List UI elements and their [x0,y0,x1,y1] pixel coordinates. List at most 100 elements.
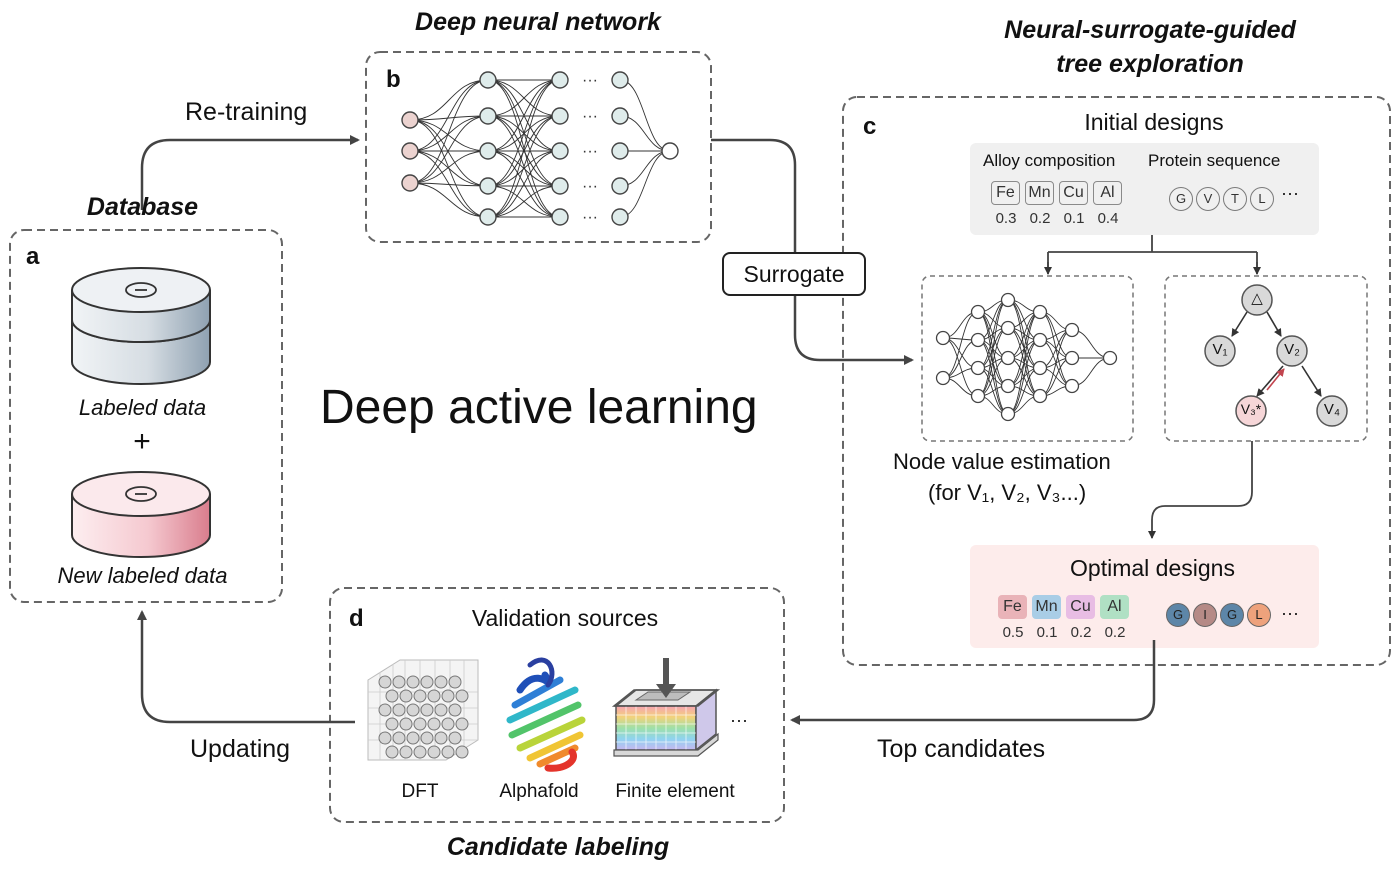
atom [420,703,434,717]
new-labeled-database-icon [71,471,211,558]
labeling-ellipsis: ··· [730,710,748,730]
atom [413,717,427,731]
network-node [611,142,629,160]
atom [441,717,455,731]
node-value-subpanel [921,275,1134,442]
network-node [479,107,497,125]
network-node [1000,292,1016,308]
atom [455,717,469,731]
atom [420,675,434,689]
network-node [479,208,497,226]
top-candidates-arrow [790,640,1156,725]
residue-g: G [1166,603,1190,627]
atom [427,745,441,759]
initial-designs-label: Initial designs [1084,109,1224,135]
dft-label: DFT [401,781,439,802]
residue-g: G [1220,603,1244,627]
network-node [551,71,569,89]
updating-label: Updating [190,735,291,763]
neural-network-icon: ··············· [401,71,679,226]
atom [392,675,406,689]
element-fraction: 0.4 [1097,210,1119,227]
residue-v: V [1196,187,1220,211]
network-node [401,142,419,160]
labeled-data-label: Labeled data [78,395,207,420]
network-node [1064,378,1080,394]
atom [413,689,427,703]
element-chip-mn: Mn [1032,595,1061,619]
dnn-title: Deep neural network [415,8,661,36]
atom [441,689,455,703]
layer-ellipsis: ··· [582,72,598,89]
network-node [551,208,569,226]
panel-d-letter: d [349,605,364,632]
initial-ellipsis: ··· [1281,183,1299,203]
atom [399,745,413,759]
atom [455,745,469,759]
plus-sign: + [133,425,151,458]
atom [392,731,406,745]
top-candidates-label: Top candidates [877,735,1046,763]
element-fraction: 0.5 [1002,624,1024,641]
layer-ellipsis: ··· [582,209,598,226]
alloy-composition-label: Alloy composition [983,151,1116,170]
panel-c-letter: c [863,113,877,140]
atom [448,731,462,745]
protein-sequence-label: Protein sequence [1148,151,1281,170]
atom [378,675,392,689]
exploration-title-line2: tree exploration [1056,50,1244,78]
finite-element-icon [611,658,721,757]
labeling-panel [329,587,785,823]
network-node [1032,332,1048,348]
database-panel [9,229,283,603]
atom [406,703,420,717]
finite-element-label: Finite element [615,781,735,802]
main-title: Deep active learning [320,381,758,434]
atom [434,675,448,689]
network-node [1064,322,1080,338]
element-chip-fe: Fe [998,595,1027,619]
atom [427,717,441,731]
atom [427,689,441,703]
panel-b-letter: b [386,66,401,93]
initial-designs-box [970,143,1319,235]
surrogate-label: Surrogate [722,252,866,296]
network-node [1000,378,1016,394]
retraining-arrow [140,135,360,210]
atom [378,731,392,745]
atom [399,717,413,731]
atom [385,717,399,731]
new-labeled-data-label: New labeled data [57,563,228,588]
element-chip-cu: Cu [1059,181,1088,205]
atom [455,689,469,703]
tree-node-v4: V₄ [1323,401,1341,418]
alphafold-label: Alphafold [499,781,579,802]
updating-arrow [137,610,355,724]
atom [378,703,392,717]
network-node [1064,350,1080,366]
tree-subpanel [1164,275,1368,442]
network-node [551,142,569,160]
network-node [1000,350,1016,366]
network-node [1000,320,1016,336]
atom [406,731,420,745]
residue-l: L [1247,603,1271,627]
network-node [401,174,419,192]
element-fraction: 0.1 [1063,210,1085,227]
atom [385,689,399,703]
atom [392,703,406,717]
optimal-ellipsis: ··· [1281,603,1299,623]
layer-ellipsis: ··· [582,178,598,195]
validation-sources-label: Validation sources [471,605,659,631]
network-node [661,142,679,160]
element-fraction: 0.2 [1029,210,1051,227]
retraining-label: Re-training [185,98,308,126]
network-node [551,107,569,125]
network-node [479,142,497,160]
tree-node-v2: V₂ [1284,341,1300,358]
labeling-title: Candidate labeling [446,833,670,861]
element-chip-fe: Fe [991,181,1020,205]
network-node [1032,388,1048,404]
